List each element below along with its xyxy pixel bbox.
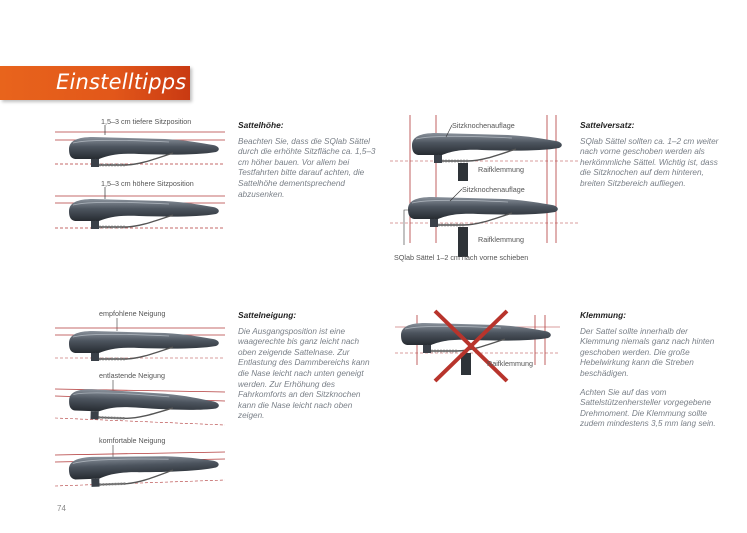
setback-label-clamp-2: Raifklemmung <box>478 235 524 244</box>
setback-body: SQlab Sättel sollten ca. 1–2 cm weiter n… <box>580 136 719 188</box>
tilt-label-relieving: entlastende Neigung <box>99 371 165 380</box>
section-banner: Einstelltipps <box>0 66 190 100</box>
saddle-image <box>67 135 221 169</box>
clamp-text-block: Klemmung: Der Sattel sollte innerhalb de… <box>580 310 720 438</box>
setback-label-forward: SQlab Sättel 1–2 cm nach vorne schieben <box>394 253 528 262</box>
height-body: Beachten Sie, dass die SQlab Sättel durc… <box>238 136 376 199</box>
clamp-paragraph-2: Achten Sie auf das vom Sattelstützenhers… <box>580 387 716 429</box>
setback-label-seatbone-2: Sitzknochenauflage <box>462 185 525 194</box>
height-label-lower: 1,5–3 cm tiefere Sitzposition <box>101 117 191 126</box>
height-title: Sattelhöhe: <box>238 120 284 130</box>
page-number: 74 <box>57 504 66 513</box>
saddle-tilt-figure: empfohlene Neigung entlastende Neigung k… <box>55 309 225 489</box>
setback-label-clamp-1: Raifklemmung <box>478 165 524 174</box>
banner-title: Einstelltipps <box>56 70 187 94</box>
height-text-block: Sattelhöhe: Beachten Sie, dass die SQlab… <box>238 120 376 208</box>
clamp-paragraph-1: Der Sattel sollte innerhalb der Klemmung… <box>580 326 715 378</box>
saddle-image <box>67 197 221 231</box>
tilt-text-block: Sattelneigung: Die Ausgangsposition ist … <box>238 310 376 430</box>
tilt-label-recommended: empfohlene Neigung <box>99 309 165 318</box>
setback-text-block: Sattelversatz: SQlab Sättel sollten ca. … <box>580 120 720 198</box>
saddle-setback-figure: Sitzknochenauflage Raifklemmung Sitzknoc… <box>390 115 580 262</box>
clamp-label: Raifklemmung <box>487 359 533 368</box>
saddle-clamp-figure: Raifklemmung <box>395 309 560 383</box>
tilt-body: Die Ausgangsposition ist eine waagerecht… <box>238 326 370 421</box>
height-label-higher: 1,5–3 cm höhere Sitzposition <box>101 179 194 188</box>
tilt-label-comfortable: komfortable Neigung <box>99 436 165 445</box>
setback-label-seatbone-1: Sitzknochenauflage <box>452 121 515 130</box>
clamp-title: Klemmung: <box>580 310 627 320</box>
setback-title: Sattelversatz: <box>580 120 635 130</box>
tilt-title: Sattelneigung: <box>238 310 297 320</box>
saddle-height-figure: 1,5–3 cm tiefere Sitzposition 1,5–3 cm h… <box>55 117 225 231</box>
